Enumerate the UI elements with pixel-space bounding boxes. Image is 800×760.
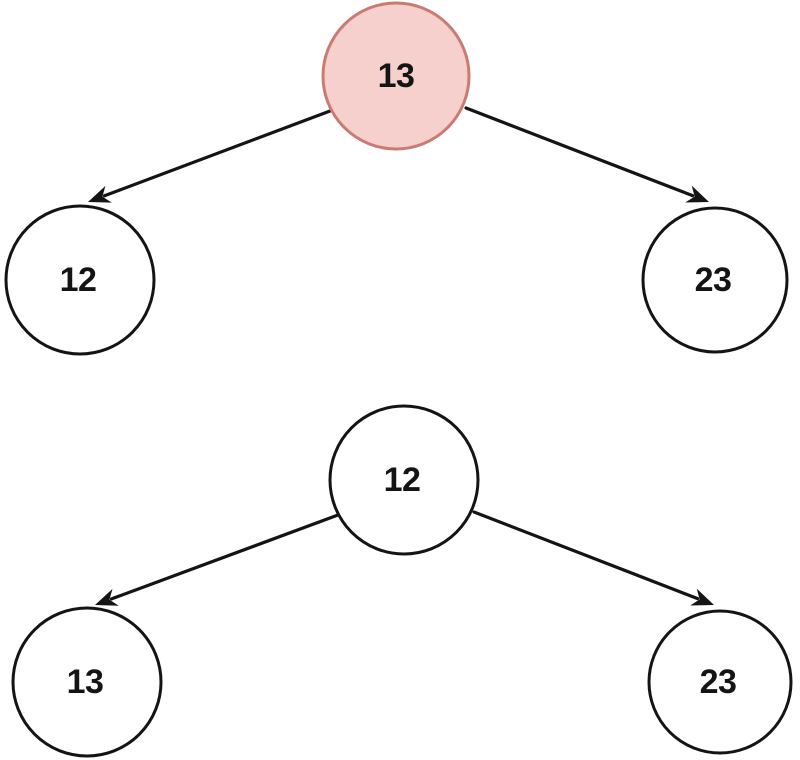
edge-13-to-23-arrowhead-icon bbox=[685, 185, 709, 203]
edge-13-to-12 bbox=[88, 109, 332, 203]
edge-13-to-12-line bbox=[102, 109, 332, 198]
node-12-left-child-circle[interactable] bbox=[4, 204, 156, 356]
node-13-left-child-label: 13 bbox=[67, 663, 104, 701]
node-13-root-highlighted-label: 13 bbox=[378, 57, 415, 95]
node-12-left-child-label: 12 bbox=[60, 261, 97, 299]
edges-layer bbox=[88, 106, 714, 606]
node-12-left-child[interactable]: 12 bbox=[4, 204, 156, 356]
edge-12-to-13-arrowhead-icon bbox=[95, 588, 119, 606]
node-12-root-label: 12 bbox=[384, 461, 421, 499]
edge-12-to-13 bbox=[95, 513, 340, 606]
node-12-root[interactable]: 12 bbox=[328, 404, 480, 556]
node-13-root-highlighted-circle[interactable] bbox=[321, 1, 471, 151]
edge-12-to-23-line bbox=[472, 510, 700, 601]
node-13-root-highlighted[interactable]: 13 bbox=[321, 1, 471, 151]
edge-13-to-23 bbox=[464, 106, 709, 203]
edge-13-to-23-line bbox=[464, 106, 695, 198]
edge-12-to-13-line bbox=[109, 513, 340, 601]
node-23-right-child[interactable]: 23 bbox=[641, 206, 789, 354]
node-23-right-child-label: 23 bbox=[695, 261, 732, 299]
node-12-root-circle[interactable] bbox=[328, 404, 480, 556]
node-23-right-child-circle[interactable] bbox=[641, 206, 789, 354]
nodes-layer: 13 12 23 12 13 23 bbox=[4, 1, 793, 758]
node-23-right-child-circle[interactable] bbox=[647, 609, 793, 755]
node-13-left-child-circle[interactable] bbox=[11, 606, 163, 758]
edge-12-to-23 bbox=[472, 510, 714, 606]
node-23-right-child-label: 23 bbox=[700, 663, 737, 701]
edge-13-to-12-arrowhead-icon bbox=[88, 185, 112, 203]
node-23-right-child[interactable]: 23 bbox=[647, 609, 793, 755]
node-13-left-child[interactable]: 13 bbox=[11, 606, 163, 758]
edge-12-to-23-arrowhead-icon bbox=[690, 588, 714, 606]
